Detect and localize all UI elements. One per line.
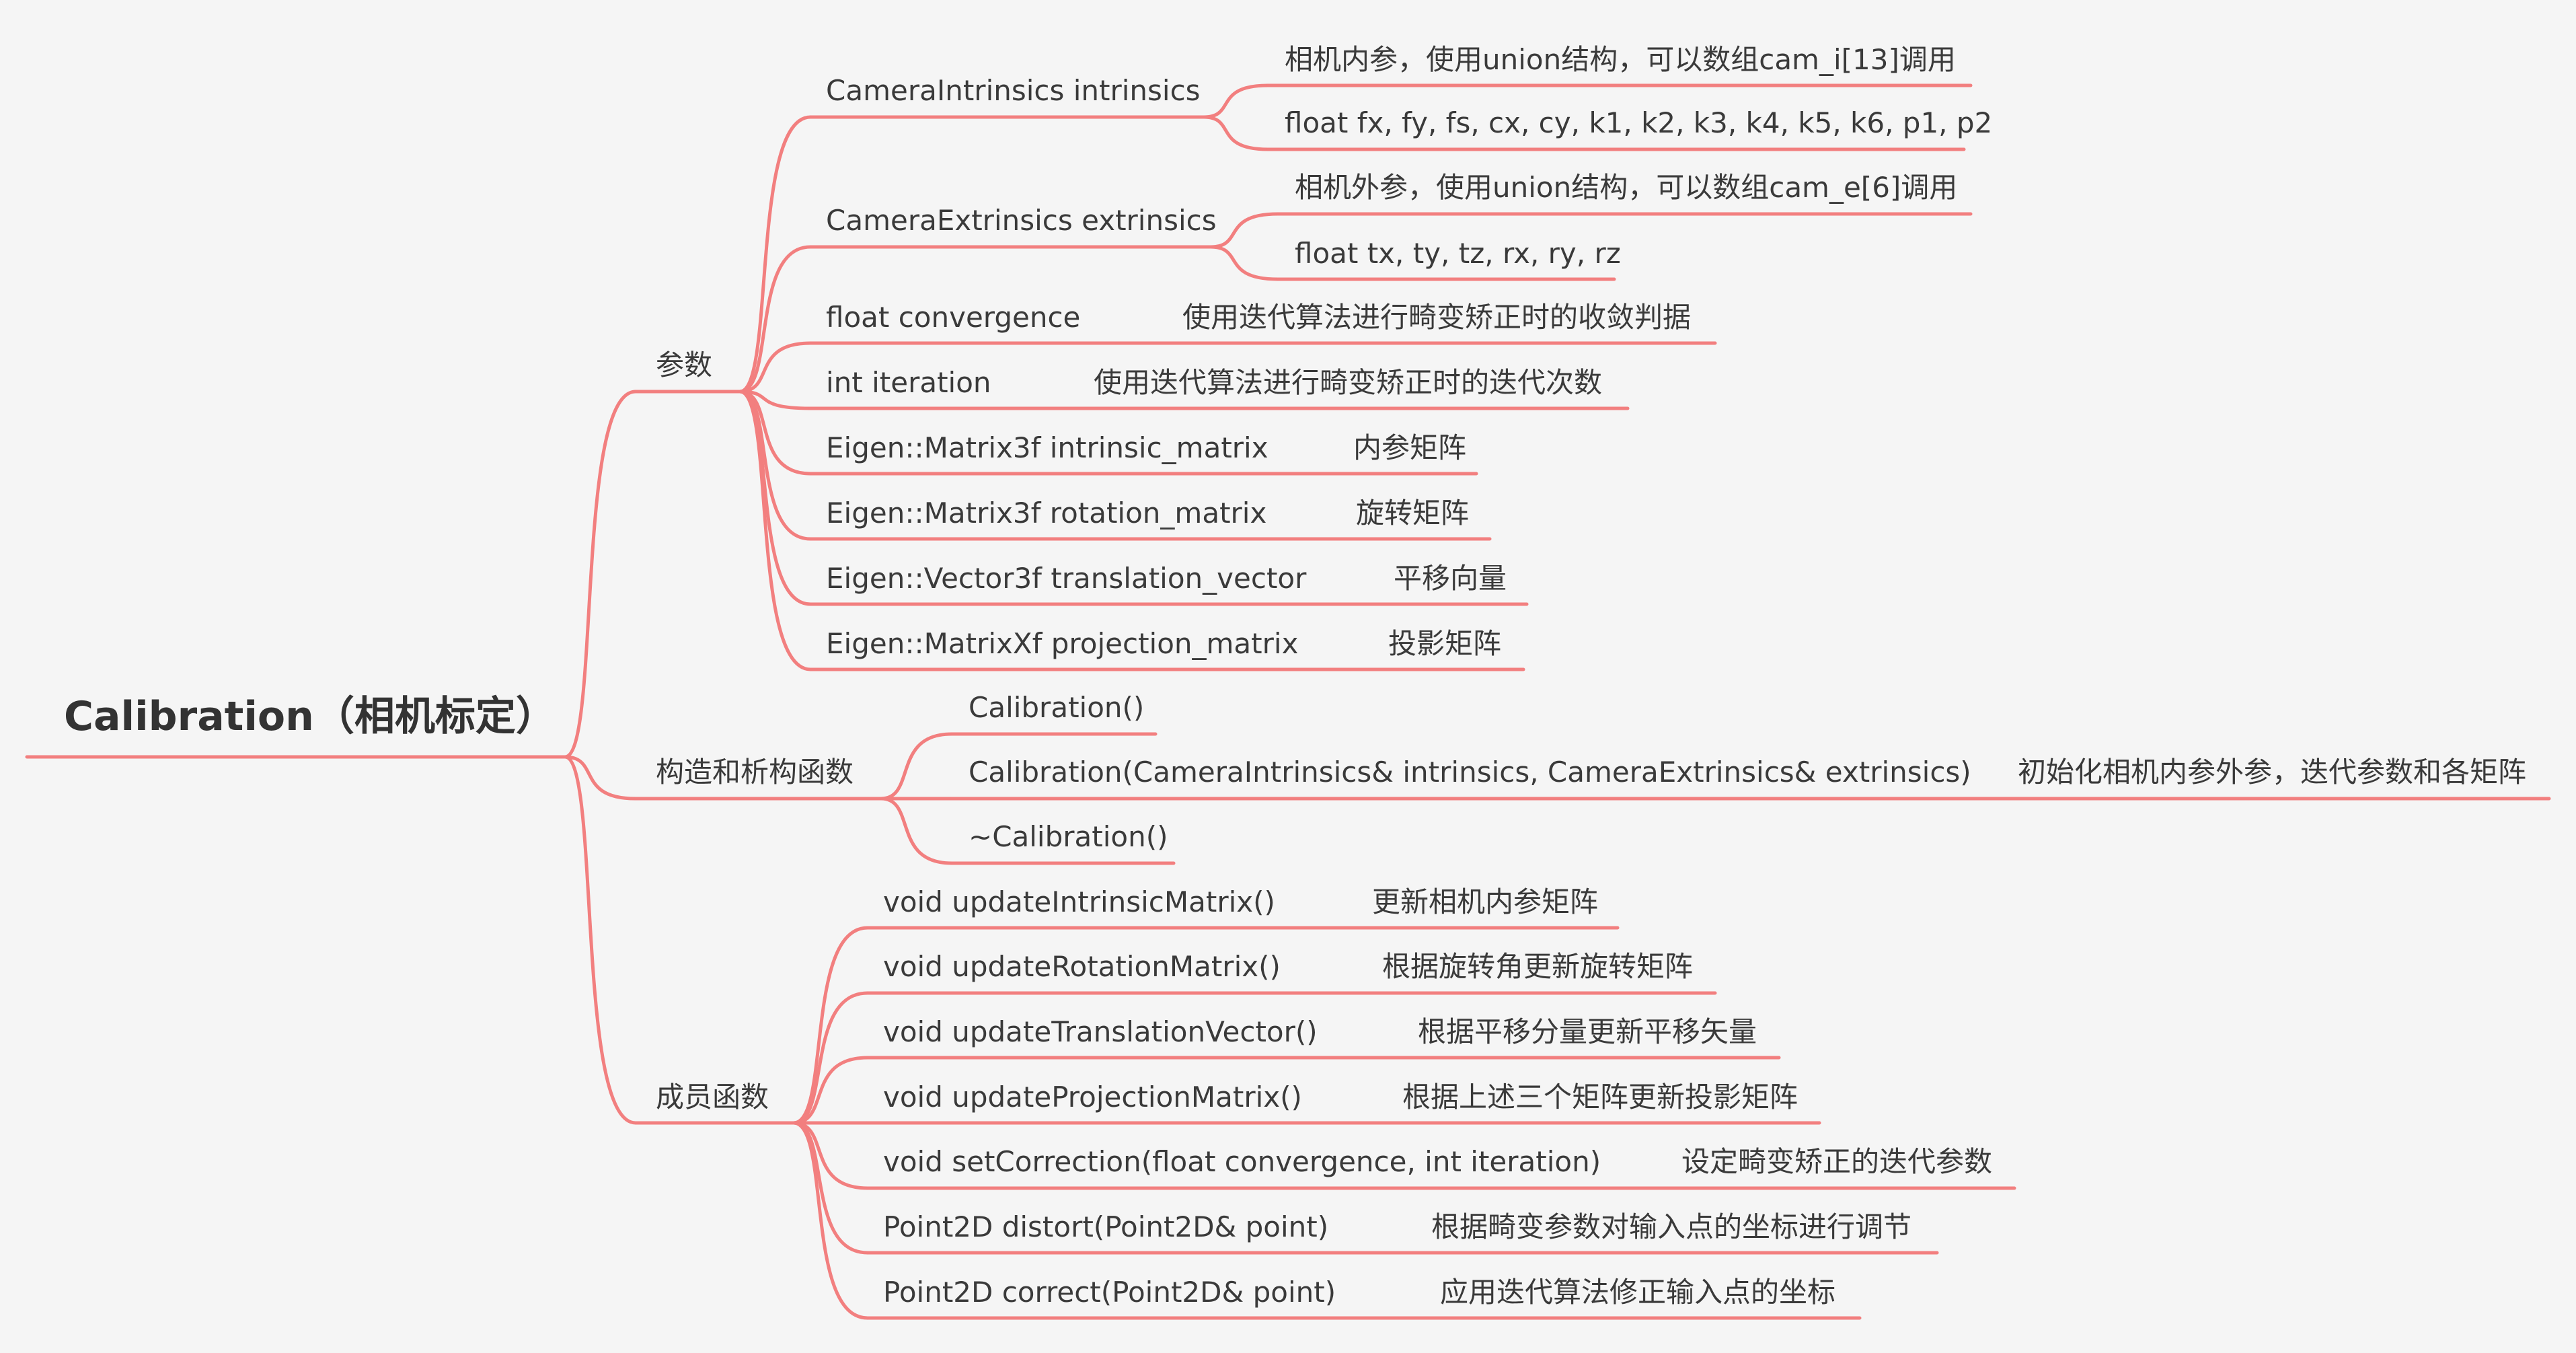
connector-fn-1 — [792, 991, 870, 1125]
connector-fn-4 — [792, 1121, 870, 1190]
connector-extr-note-1 — [1209, 245, 1280, 281]
note-correct[interactable]: 应用迭代算法修正输入点的坐标 — [1440, 1276, 1836, 1309]
fn-update-translation-vector[interactable]: void updateTranslationVector() — [883, 1015, 1318, 1048]
connector-intr-note-1 — [1202, 115, 1270, 151]
param-rotation-matrix[interactable]: Eigen::Matrix3f rotation_matrix — [826, 497, 1267, 529]
connector-param-6 — [738, 390, 812, 606]
fn-update-rotation-matrix[interactable]: void updateRotationMatrix() — [883, 950, 1281, 983]
connector-param-3 — [738, 390, 812, 410]
note-extrinsics-union[interactable]: 相机外参，使用union结构，可以数组cam_e[6]调用 — [1295, 171, 1958, 204]
connector-param-2 — [738, 341, 812, 394]
note-translation-vector[interactable]: 平移向量 — [1394, 562, 1507, 595]
ctor-with-params[interactable]: Calibration(CameraIntrinsics& intrinsics… — [969, 756, 1971, 789]
branch-member-functions[interactable]: 成员函数 — [656, 1081, 769, 1113]
note-update-projection-matrix[interactable]: 根据上述三个矩阵更新投影矩阵 — [1402, 1081, 1798, 1113]
param-iteration[interactable]: int iteration — [826, 366, 991, 399]
param-translation-vector[interactable]: Eigen::Vector3f translation_vector — [826, 562, 1307, 595]
connector-fn-2 — [792, 1056, 870, 1125]
note-iteration[interactable]: 使用迭代算法进行畸变矫正时的迭代次数 — [1094, 366, 1603, 399]
note-projection-matrix[interactable]: 投影矩阵 — [1388, 627, 1502, 660]
fn-distort[interactable]: Point2D distort(Point2D& point) — [883, 1210, 1329, 1243]
connector-root-parameters — [563, 390, 638, 759]
note-convergence[interactable]: 使用迭代算法进行畸变矫正时的收敛判据 — [1182, 301, 1692, 334]
connector-root-constructors — [563, 755, 638, 801]
connector-param-4 — [738, 390, 812, 476]
branch-parameters[interactable]: 参数 — [656, 349, 713, 381]
connector-param-7 — [738, 390, 812, 671]
param-intrinsic-matrix[interactable]: Eigen::Matrix3f intrinsic_matrix — [826, 431, 1268, 464]
note-rotation-matrix[interactable]: 旋转矩阵 — [1356, 497, 1470, 529]
note-update-translation-vector[interactable]: 根据平移分量更新平移矢量 — [1418, 1015, 1757, 1048]
connector-param-0 — [738, 115, 812, 394]
note-intrinsics-fields[interactable]: float fx, fy, fs, cx, cy, k1, k2, k3, k4… — [1285, 106, 1993, 139]
note-update-intrinsic-matrix[interactable]: 更新相机内参矩阵 — [1372, 885, 1599, 918]
param-camera-extrinsics[interactable]: CameraExtrinsics extrinsics — [826, 204, 1217, 237]
param-projection-matrix[interactable]: Eigen::MatrixXf projection_matrix — [826, 627, 1299, 660]
fn-update-intrinsic-matrix[interactable]: void updateIntrinsicMatrix() — [883, 885, 1275, 918]
fn-update-projection-matrix[interactable]: void updateProjectionMatrix() — [883, 1081, 1302, 1113]
connector-param-1 — [738, 245, 812, 394]
connector-extr-note-0 — [1209, 212, 1280, 249]
connector-ctor-0 — [879, 732, 954, 801]
note-update-rotation-matrix[interactable]: 根据旋转角更新旋转矩阵 — [1382, 950, 1694, 983]
note-distort[interactable]: 根据畸变参数对输入点的坐标进行调节 — [1431, 1210, 1912, 1243]
destructor[interactable]: ~Calibration() — [969, 820, 1168, 853]
note-intrinsic-matrix[interactable]: 内参矩阵 — [1353, 431, 1467, 464]
fn-correct[interactable]: Point2D correct(Point2D& point) — [883, 1276, 1336, 1309]
note-extrinsics-fields[interactable]: float tx, ty, tz, rx, ry, rz — [1295, 237, 1621, 270]
param-camera-intrinsics[interactable]: CameraIntrinsics intrinsics — [826, 74, 1201, 107]
connector-fn-0 — [792, 926, 870, 1125]
branch-constructors[interactable]: 构造和析构函数 — [656, 756, 854, 789]
ctor-default[interactable]: Calibration() — [969, 691, 1145, 724]
note-intrinsics-union[interactable]: 相机内参，使用union结构，可以数组cam_i[13]调用 — [1285, 43, 1956, 76]
fn-set-correction[interactable]: void setCorrection(float convergence, in… — [883, 1145, 1601, 1178]
connector-ctor-2 — [879, 797, 954, 865]
connector-param-5 — [738, 390, 812, 541]
connector-root-member-functions — [563, 755, 638, 1125]
connector-fn-6 — [792, 1121, 870, 1320]
connector-intr-note-0 — [1202, 83, 1270, 119]
note-set-correction[interactable]: 设定畸变矫正的迭代参数 — [1681, 1145, 1993, 1178]
root-node[interactable]: Calibration（相机标定） — [64, 693, 556, 740]
param-convergence[interactable]: float convergence — [826, 301, 1081, 334]
note-ctor-with-params[interactable]: 初始化相机内参外参，迭代参数和各矩阵 — [2018, 756, 2527, 789]
